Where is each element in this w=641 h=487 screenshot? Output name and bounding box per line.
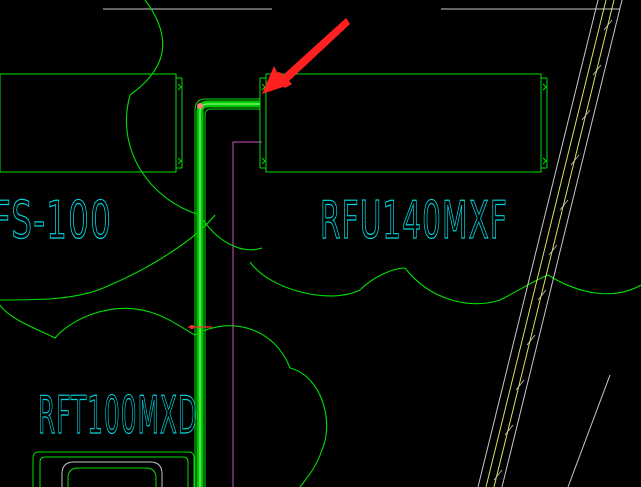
equipment-box-right bbox=[259, 73, 548, 173]
equipment-box-left bbox=[0, 73, 183, 173]
pipe-corner-marker bbox=[197, 103, 203, 109]
diagonal-duct-lines bbox=[477, 0, 623, 487]
label-unit-bottom: RFT100MXD bbox=[38, 386, 198, 446]
label-unit-left: FS-100 bbox=[0, 191, 112, 251]
refrigerant-pipe bbox=[194, 98, 260, 487]
label-unit-right: RFU140MXF bbox=[320, 191, 508, 251]
red-marker bbox=[188, 324, 212, 330]
magenta-line bbox=[232, 141, 262, 487]
arrow-pointer-icon bbox=[262, 18, 350, 94]
equipment-box-bottom bbox=[32, 451, 195, 487]
